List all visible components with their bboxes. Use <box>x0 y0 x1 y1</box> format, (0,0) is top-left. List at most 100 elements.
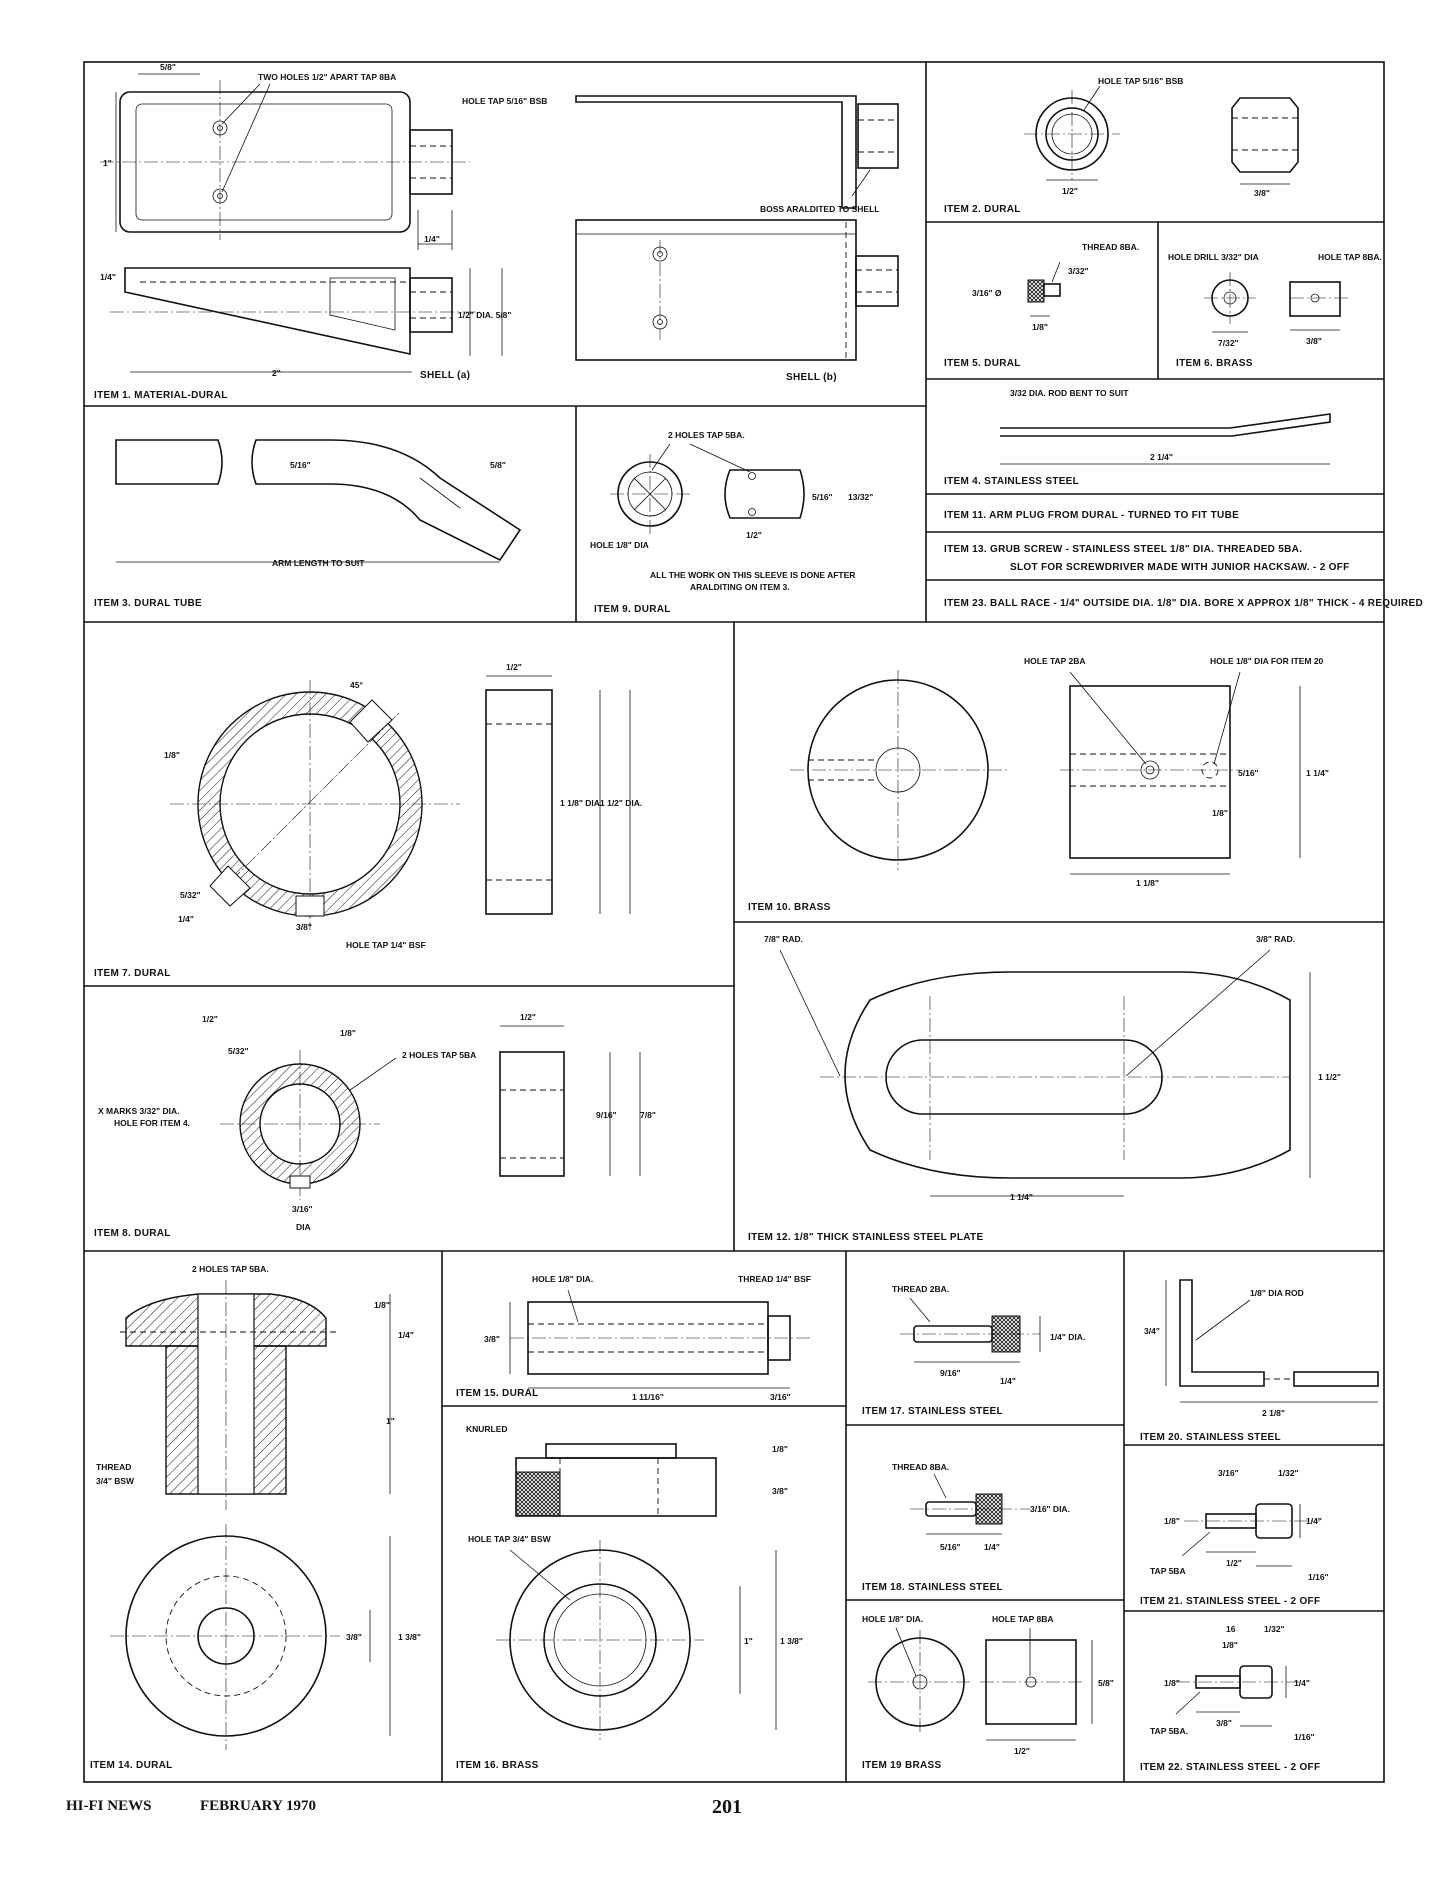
item-20-caption: ITEM 20. STAINLESS STEEL <box>1140 1432 1281 1443</box>
item-8-label-holes: 2 HOLES TAP 5BA <box>402 1050 476 1060</box>
item-19-drawing: HOLE 1/8" DIA. HOLE TAP 8BA 5/8" 1/2" IT… <box>862 1614 1114 1771</box>
item-7-label-dim-532: 5/32" <box>180 890 201 900</box>
item-14-label-dim-1: 1" <box>386 1416 395 1426</box>
item-20-drawing: 1/8" DIA ROD 3/4" 2 1/8" ITEM 20. STAINL… <box>1140 1279 1379 1443</box>
item-21-drawing: 3/16" 1/32" 1/8" 1/4" TAP 5BA 1/2" 1/16"… <box>1140 1468 1329 1607</box>
item-8-label-dim-916: 9/16" <box>596 1110 617 1120</box>
item-22-label-dim-132: 1/32" <box>1264 1624 1285 1634</box>
item-18-caption: ITEM 18. STAINLESS STEEL <box>862 1582 1003 1593</box>
item-3-label-arm-length: ARM LENGTH TO SUIT <box>272 558 365 568</box>
item-10-label-dim-114: 1 1/4" <box>1306 768 1329 778</box>
item-5-label-dim-332: 3/32" <box>1068 266 1089 276</box>
item-16-label-dim-138: 1 3/8" <box>780 1636 803 1646</box>
item-2-caption: ITEM 2. DURAL <box>944 204 1021 215</box>
item-9-label-holes: 2 HOLES TAP 5BA. <box>668 430 745 440</box>
item-1-label-dim-2: 2" <box>272 368 281 378</box>
item-14-label-dim-14: 1/4" <box>398 1330 414 1340</box>
item-23-caption: ITEM 23. BALL RACE - 1/4" OUTSIDE DIA. 1… <box>944 598 1423 609</box>
item-21-label-dim-116: 1/16" <box>1308 1572 1329 1582</box>
item-15-label-dim-38: 3/8" <box>484 1334 500 1344</box>
item-9-label-dim-516: 5/16" <box>812 492 833 502</box>
item-22-label-dim-18b: 1/8" <box>1164 1678 1180 1688</box>
item-1-label-boss: BOSS ARALDITED TO SHELL <box>760 204 879 214</box>
item-22-label-dim-116: 1/16" <box>1294 1732 1315 1742</box>
item-2-label-dim-38: 3/8" <box>1254 188 1270 198</box>
item-5-label-dim-18: 1/8" <box>1032 322 1048 332</box>
item-5-label-thread: THREAD 8BA. <box>1082 242 1139 252</box>
item-3-label-dim-516: 5/16" <box>290 460 311 470</box>
item-12-label-rad-78: 7/8" RAD. <box>764 934 803 944</box>
item-18-label-dim-14: 1/4" <box>984 1542 1000 1552</box>
item-22-caption: ITEM 22. STAINLESS STEEL - 2 OFF <box>1140 1762 1320 1773</box>
item-10-label-dim-118: 1 1/8" <box>1136 878 1159 888</box>
item-13-line-2: SLOT FOR SCREWDRIVER MADE WITH JUNIOR HA… <box>1010 562 1350 573</box>
item-17-drawing: THREAD 2BA. 1/4" DIA. 9/16" 1/4" ITEM 17… <box>862 1284 1085 1417</box>
item-15-label-dim-11116: 1 11/16" <box>632 1392 664 1402</box>
item-1-label-shell-b: SHELL (b) <box>786 372 837 383</box>
item-6-label-dim-732: 7/32" <box>1218 338 1239 348</box>
item-7-label-dim-18: 1/8" <box>164 750 180 760</box>
item-14-label-dim-38: 3/8" <box>346 1632 362 1642</box>
item-1-label-dim-14a: 1/4" <box>424 234 440 244</box>
item-6-drawing: HOLE DRILL 3/32" DIA HOLE TAP 8BA. 7/32"… <box>1168 252 1382 369</box>
item-12-label-rad-38: 3/8" RAD. <box>1256 934 1295 944</box>
item-10-caption: ITEM 10. BRASS <box>748 902 831 913</box>
item-19-caption: ITEM 19 BRASS <box>862 1760 942 1771</box>
item-2-label-dim-12: 1/2" <box>1062 186 1078 196</box>
item-1-label-holes: TWO HOLES 1/2" APART TAP 8BA <box>258 72 396 82</box>
item-17-label-dia: 1/4" DIA. <box>1050 1332 1085 1342</box>
item-14-label-thread: THREAD <box>96 1462 131 1472</box>
item-21-label-dim-316: 3/16" <box>1218 1468 1239 1478</box>
item-17-label-dim-14: 1/4" <box>1000 1376 1016 1386</box>
item-15-label-dim-316: 3/16" <box>770 1392 791 1402</box>
item-18-label-thread: THREAD 8BA. <box>892 1462 949 1472</box>
item-7-label-dia-118: 1 1/8" DIA. <box>560 798 602 808</box>
item-19-label-dim-12: 1/2" <box>1014 1746 1030 1756</box>
item-15-drawing: HOLE 1/8" DIA. THREAD 1/4" BSF 3/8" 1 11… <box>456 1274 811 1402</box>
item-15-caption: ITEM 15. DURAL <box>456 1388 539 1399</box>
item-14-label-dim-18: 1/8" <box>374 1300 390 1310</box>
item-4-label-rod: 3/32 DIA. ROD BENT TO SUIT <box>1010 388 1129 398</box>
item-21-label-dim-14: 1/4" <box>1306 1516 1322 1526</box>
item-20-label-rod: 1/8" DIA ROD <box>1250 1288 1304 1298</box>
item-14-label-bsw: 3/4" BSW <box>96 1476 135 1486</box>
item-8-label-dim-532: 5/32" <box>228 1046 249 1056</box>
item-21-label-dim-18: 1/8" <box>1164 1516 1180 1526</box>
item-8-caption: ITEM 8. DURAL <box>94 1228 171 1239</box>
item-11-caption: ITEM 11. ARM PLUG FROM DURAL - TURNED TO… <box>944 510 1239 521</box>
item-8-label-x-marks: X MARKS 3/32" DIA. <box>98 1106 180 1116</box>
item-22-label-dim-38: 3/8" <box>1216 1718 1232 1728</box>
item-8-label-dim-12b: 1/2" <box>520 1012 536 1022</box>
item-16-label-dim-18: 1/8" <box>772 1444 788 1454</box>
item-14-label-holes: 2 HOLES TAP 5BA. <box>192 1264 269 1274</box>
item-12-caption: ITEM 12. 1/8" THICK STAINLESS STEEL PLAT… <box>748 1232 983 1243</box>
item-18-label-dia: 3/16" DIA. <box>1030 1504 1070 1514</box>
item-5-label-dim-316: 3/16" Ø <box>972 288 1002 298</box>
item-12-label-dim-114: 1 1/4" <box>1010 1192 1033 1202</box>
item-7-label-dim-12: 1/2" <box>506 662 522 672</box>
item-9-label-hole: HOLE 1/8" DIA <box>590 540 649 550</box>
item-16-drawing: KNURLED 1/8" 3/8" HOLE TAP 3/4" BSW 1" 1… <box>456 1424 803 1771</box>
item-9-note-2: ARALDITING ON ITEM 3. <box>690 582 790 592</box>
footer-page-number: 201 <box>712 1796 742 1818</box>
item-18-drawing: THREAD 8BA. 3/16" DIA. 5/16" 1/4" ITEM 1… <box>862 1462 1070 1593</box>
item-22-drawing: 16 1/32" 1/8" 1/4" 1/8" TAP 5BA. 3/8" 1/… <box>1140 1624 1320 1773</box>
item-8-drawing: 1/2" 5/32" 1/8" 2 HOLES TAP 5BA X MARKS … <box>94 1012 656 1239</box>
item-1-label-dia: 1/2" DIA. 5/8" <box>458 310 511 320</box>
item-22-label-16: 16 <box>1226 1624 1236 1634</box>
item-1-label-shell-a: SHELL (a) <box>420 370 470 381</box>
item-1-label-hole-tap: HOLE TAP 5/16" BSB <box>462 96 547 106</box>
item-10-label-hole-tap: HOLE TAP 2BA <box>1024 656 1086 666</box>
item-19-label-tap: HOLE TAP 8BA <box>992 1614 1054 1624</box>
item-21-label-tap: TAP 5BA <box>1150 1566 1186 1576</box>
item-20-label-dim-218: 2 1/8" <box>1262 1408 1285 1418</box>
item-9-drawing: 2 HOLES TAP 5BA. 5/16" 13/32" 1/2" HOLE … <box>590 430 873 615</box>
item-4-caption: ITEM 4. STAINLESS STEEL <box>944 476 1079 487</box>
item-1-drawing: TWO HOLES 1/2" APART TAP 8BA HOLE TAP 5/… <box>94 62 899 401</box>
item-22-label-dim-14: 1/4" <box>1294 1678 1310 1688</box>
item-15-label-hole: HOLE 1/8" DIA. <box>532 1274 593 1284</box>
item-6-caption: ITEM 6. BRASS <box>1176 358 1253 369</box>
item-7-label-dia-112: 1 1/2" DIA. <box>600 798 642 808</box>
item-6-label-dim-38: 3/8" <box>1306 336 1322 346</box>
item-15-label-thread: THREAD 1/4" BSF <box>738 1274 811 1284</box>
